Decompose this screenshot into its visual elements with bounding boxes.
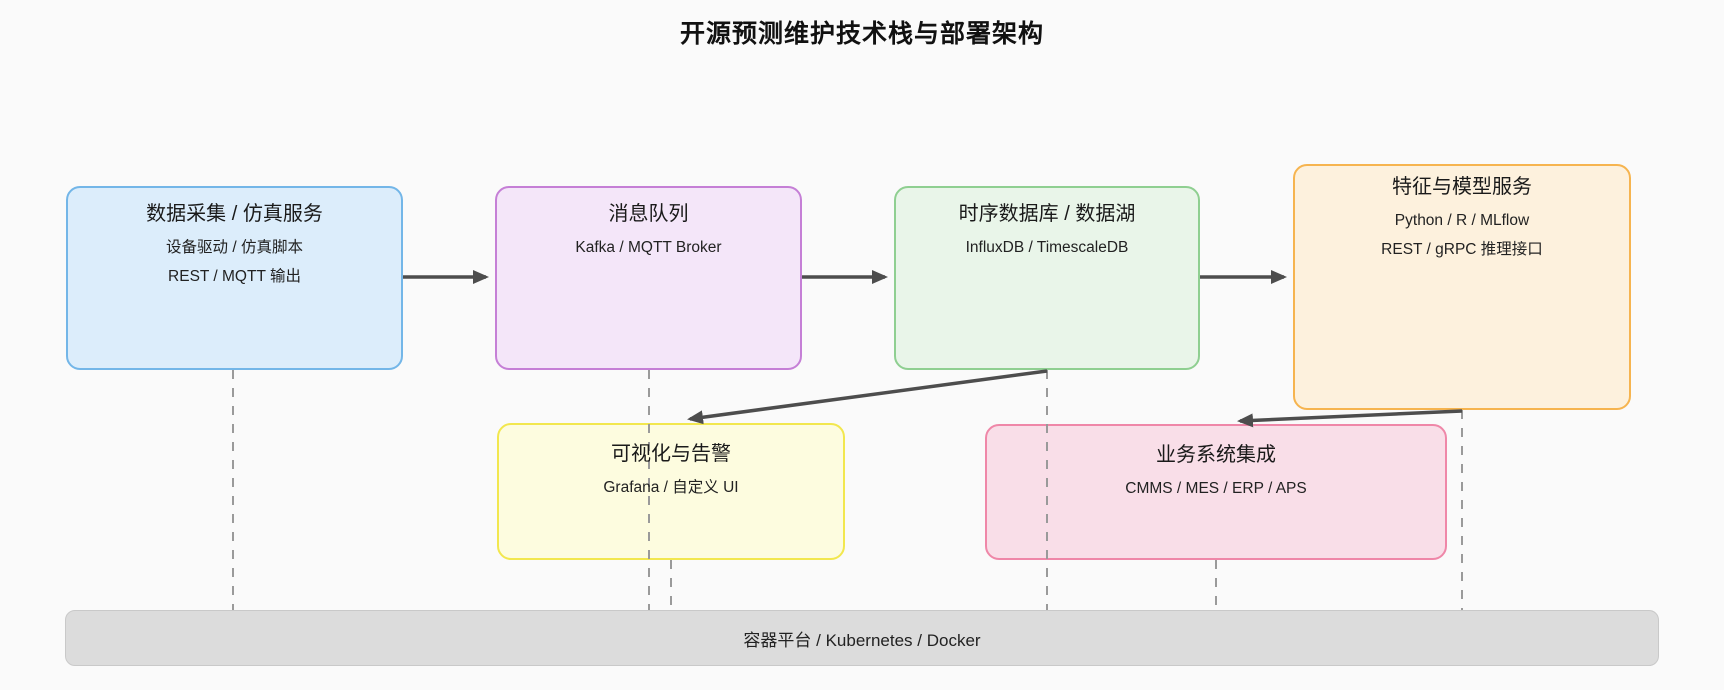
node-detail: REST / MQTT 输出 [168, 268, 301, 285]
page-title: 开源预测维护技术栈与部署架构 [679, 20, 1044, 48]
node-title: 业务系统集成 [1156, 444, 1276, 466]
node-detail: REST / gRPC 推理接口 [1381, 241, 1543, 258]
node-business-integration: 业务系统集成 CMMS / MES / ERP / APS [985, 424, 1447, 560]
node-timeseries-db: 时序数据库 / 数据湖 InfluxDB / TimescaleDB [894, 186, 1200, 370]
node-message-queue: 消息队列 Kafka / MQTT Broker [495, 186, 802, 370]
node-data-collection: 数据采集 / 仿真服务 设备驱动 / 仿真脚本 REST / MQTT 输出 [66, 186, 403, 370]
node-detail: Kafka / MQTT Broker [575, 239, 722, 256]
arrow-timeseries-db-to-visualization [687, 369, 1048, 425]
arrow-model-service-to-business-integration [1237, 409, 1463, 428]
node-visualization-alerts: 可视化与告警 Grafana / 自定义 UI [497, 423, 845, 560]
node-detail: CMMS / MES / ERP / APS [1125, 480, 1307, 497]
node-detail: InfluxDB / TimescaleDB [965, 239, 1129, 256]
node-title: 可视化与告警 [611, 443, 731, 465]
node-title: 消息队列 [608, 203, 689, 225]
node-title: 特征与模型服务 [1392, 176, 1532, 198]
node-title: 数据采集 / 仿真服务 [146, 203, 323, 225]
node-detail: 设备驱动 / 仿真脚本 [166, 239, 303, 256]
node-detail: Python / R / MLflow [1394, 212, 1530, 229]
platform-bar-label: 容器平台 / Kubernetes / Docker [743, 630, 981, 650]
platform-bar: 容器平台 / Kubernetes / Docker [65, 610, 1659, 666]
node-title: 时序数据库 / 数据湖 [958, 203, 1136, 225]
node-detail: Grafana / 自定义 UI [603, 479, 739, 496]
node-feature-model-service: 特征与模型服务 Python / R / MLflow REST / gRPC … [1293, 164, 1631, 410]
